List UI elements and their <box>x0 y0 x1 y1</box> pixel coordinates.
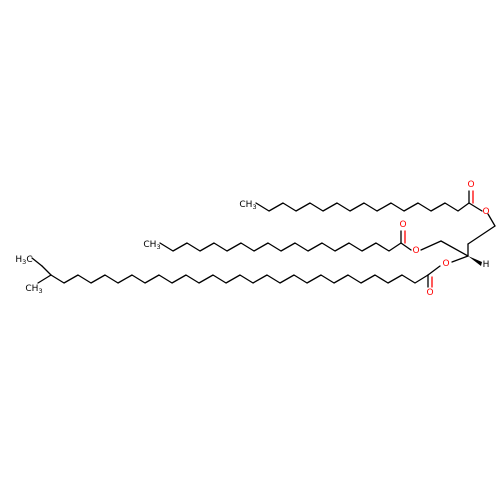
label-branch-methyl: CH3 <box>25 284 42 295</box>
top-acyl-chain <box>255 202 470 212</box>
glycerol-top-bond <box>467 225 496 245</box>
label-hydrogen-stereo: H <box>483 260 490 270</box>
branch-ethyl-bond-2 <box>31 257 43 267</box>
label-oxygen-top-ester: O <box>482 207 489 217</box>
label-oxygen-middle-carbonyl: O <box>399 220 406 230</box>
branch-methyl-bond <box>41 265 52 276</box>
middle-acyl-chain <box>159 242 402 252</box>
bottom-o-carbonyl-bond <box>427 265 441 276</box>
branch-ethyl-bond-1 <box>37 274 52 284</box>
bottom-acyl-chain <box>50 274 429 284</box>
glycerol-middle-bond <box>440 240 469 257</box>
stereo-wedge <box>468 256 482 266</box>
top-ester-bond <box>468 202 483 212</box>
glycerol-lower-o-bond <box>451 255 469 263</box>
top-o-ch2-bond <box>487 213 496 227</box>
label-oxygen-lower-ester: O <box>442 259 449 269</box>
middle-ester-bond <box>400 242 412 251</box>
label-methyl-top: CH3 <box>239 200 256 211</box>
middle-o-ch2-bond <box>420 240 442 251</box>
label-methyl-middle: CH3 <box>143 240 160 251</box>
label-oxygen-bottom-carbonyl: O <box>426 288 433 298</box>
label-ethyl-methyl: H3C <box>15 255 32 266</box>
label-oxygen-top-carbonyl: O <box>467 180 474 190</box>
label-oxygen-middle-ester: O <box>412 246 419 256</box>
